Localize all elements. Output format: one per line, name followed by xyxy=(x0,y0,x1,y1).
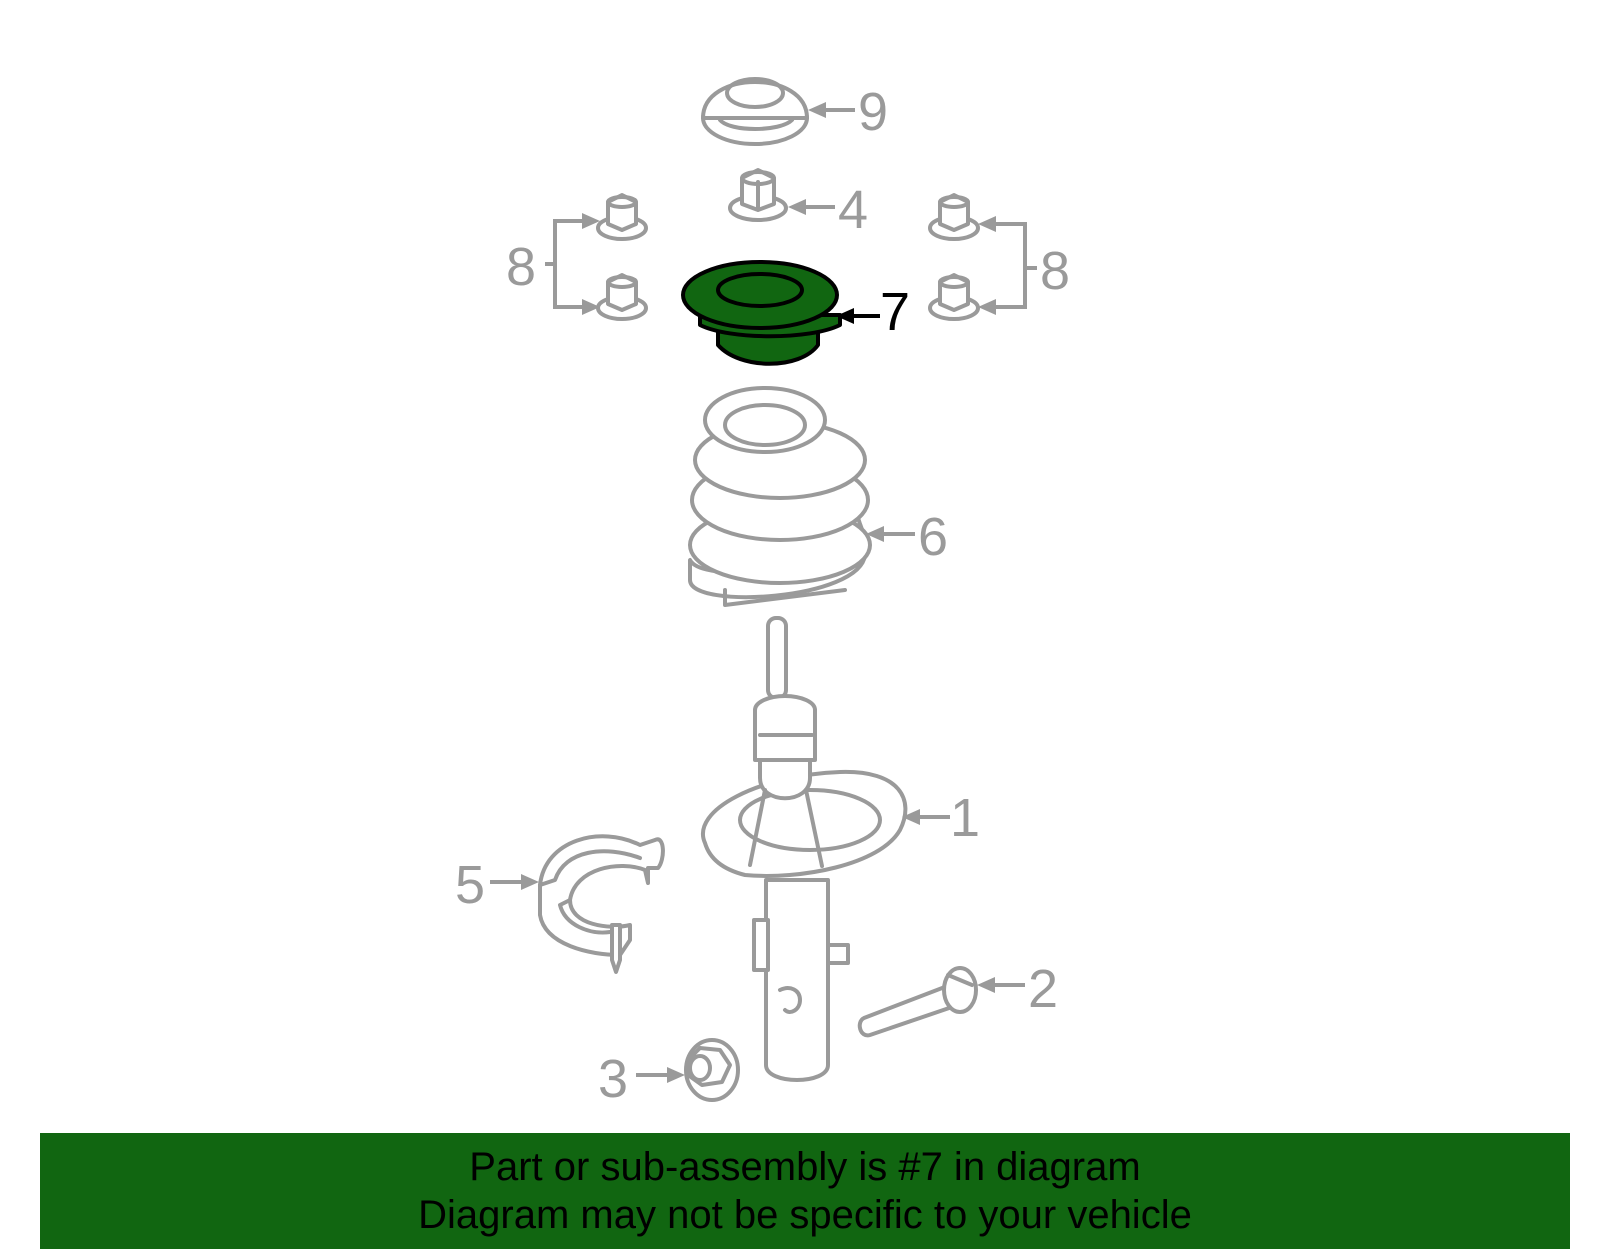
callout-4: 4 xyxy=(838,180,868,240)
banner-line-2: Diagram may not be specific to your vehi… xyxy=(418,1193,1192,1237)
part-3-flange-nut[interactable] xyxy=(684,1038,740,1102)
leader-3 xyxy=(636,1067,685,1083)
leader-7 xyxy=(836,308,880,324)
callout-1: 1 xyxy=(950,788,980,848)
leader-2 xyxy=(977,977,1025,993)
part-9-dust-cap[interactable] xyxy=(701,77,809,146)
callout-8-right: 8 xyxy=(1040,241,1070,301)
leader-4 xyxy=(788,199,835,215)
leader-5 xyxy=(490,874,539,890)
leader-1 xyxy=(902,809,950,825)
banner-line-1: Part or sub-assembly is #7 in diagram xyxy=(469,1145,1141,1189)
callout-6: 6 xyxy=(918,507,948,567)
part-7-spring-insulator[interactable] xyxy=(681,260,842,366)
leader-6 xyxy=(866,526,915,542)
part-8-nut-left-top[interactable] xyxy=(596,193,648,241)
part-1-strut-assembly[interactable] xyxy=(701,616,908,1082)
part-5-bracket-clip[interactable] xyxy=(538,834,665,974)
leader-8-right xyxy=(978,216,1037,315)
callout-5: 5 xyxy=(455,855,485,915)
part-2-bolt[interactable] xyxy=(857,966,978,1038)
part-8-nut-right-top[interactable] xyxy=(928,193,980,241)
info-banner: Part or sub-assembly is #7 in diagram Di… xyxy=(40,1133,1570,1249)
callout-2: 2 xyxy=(1028,959,1058,1019)
part-8-nut-right-bottom[interactable] xyxy=(928,273,980,321)
part-6-coil-spring[interactable] xyxy=(688,386,872,607)
callout-9: 9 xyxy=(858,82,888,142)
callout-7: 7 xyxy=(880,282,910,342)
callout-3: 3 xyxy=(598,1049,628,1109)
leader-9 xyxy=(808,102,855,118)
leader-8-left xyxy=(545,213,600,315)
part-8-nut-left-bottom[interactable] xyxy=(596,273,648,321)
part-4-nut[interactable] xyxy=(728,168,788,222)
callout-8-left: 8 xyxy=(506,237,536,297)
